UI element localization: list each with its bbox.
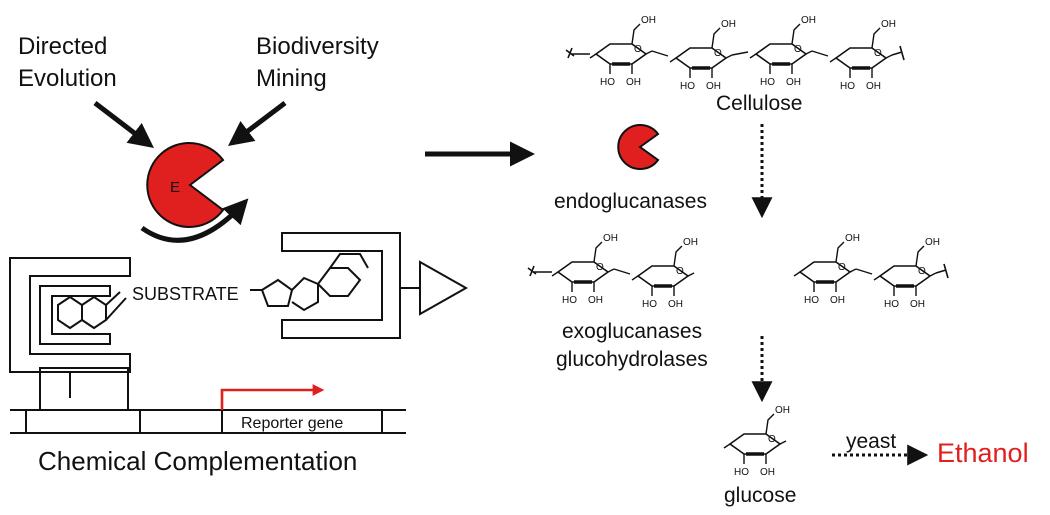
directed-evolution-label-2: Evolution — [18, 65, 117, 92]
cellulose-structure — [565, 13, 905, 94]
reporter-arrow — [220, 384, 325, 410]
substrate-label: SUBSTRATE — [132, 284, 239, 304]
curved-binding-arrow — [140, 198, 249, 243]
left-receptor-icon — [9, 257, 131, 398]
biodiversity-arrow — [228, 101, 287, 147]
endoglucanases-label: endoglucanases — [554, 190, 707, 213]
cellulose-label: Cellulose — [716, 92, 802, 115]
dna-strand — [10, 409, 406, 434]
cellobiose-fragment-right — [792, 231, 949, 312]
cellobiose-fragment-left — [527, 231, 700, 312]
enzyme-e-icon — [146, 142, 225, 228]
ethanol-label: Ethanol — [937, 438, 1029, 468]
endoglucanase-enzyme-icon — [617, 124, 660, 170]
glucose-label: glucose — [724, 484, 796, 507]
activation-domain-box — [39, 367, 129, 411]
right-receptor-icon — [250, 232, 469, 339]
directed-evolution-arrow — [93, 101, 154, 149]
directed-evolution-label-1: Directed — [18, 33, 107, 60]
reporter-gene-label: Reporter gene — [241, 415, 343, 432]
exoglucanases-label: exoglucanases — [562, 320, 702, 343]
glucohydrolases-label: glucohydrolases — [556, 348, 708, 371]
chemical-complementation-label: Chemical Complementation — [38, 446, 357, 476]
yeast-label: yeast — [846, 430, 896, 453]
glucose-structure — [722, 403, 792, 480]
biodiversity-label-2: Mining — [256, 65, 327, 92]
enzyme-letter: E — [170, 179, 180, 196]
biodiversity-label-1: Biodiversity — [256, 33, 379, 60]
